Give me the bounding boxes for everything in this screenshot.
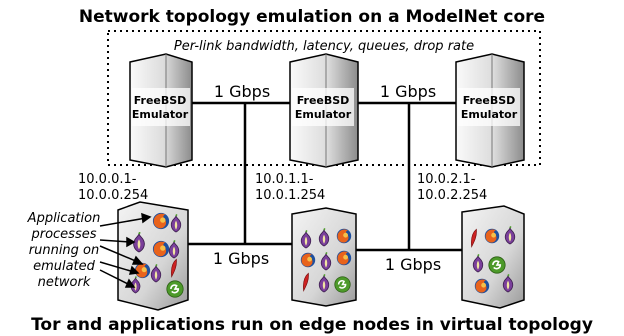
subnet-3-line1: 10.0.2.1- <box>417 172 476 187</box>
bittorrent-icon <box>166 280 184 298</box>
emulator-1-line2: Emulator <box>132 108 189 121</box>
subnet-1-line1: 10.0.0.1- <box>78 172 137 187</box>
subnet-2-line2: 10.0.1.254 <box>255 188 325 203</box>
edge-node-3 <box>461 205 525 309</box>
firefox-icon <box>134 262 151 279</box>
subnet-3-line2: 10.0.2.254 <box>417 188 487 203</box>
firefox-icon <box>152 240 170 258</box>
top-title: Network topology emulation on a ModelNet… <box>79 7 545 27</box>
bittorrent-icon <box>334 276 351 293</box>
firefox-icon <box>336 228 352 244</box>
edge-node-2 <box>291 207 357 307</box>
core-link-1-label: 1 Gbps <box>214 82 270 101</box>
emulator-server-3: FreeBSD Emulator <box>455 53 525 168</box>
caption-arrows <box>99 212 152 288</box>
firefox-icon <box>300 252 316 268</box>
firefox-icon <box>336 250 352 266</box>
edge-link-1-label: 1 Gbps <box>213 249 269 268</box>
app-caption: Application processes running on emulate… <box>27 211 101 290</box>
app-caption-line4: emulated <box>33 259 96 274</box>
app-caption-line1: Application <box>27 211 101 226</box>
core-link-2-label: 1 Gbps <box>380 82 436 101</box>
emulator-server-1: FreeBSD Emulator <box>129 53 193 168</box>
emulator-3-line2: Emulator <box>461 108 518 121</box>
firefox-icon <box>152 212 170 230</box>
subnet-2-line1: 10.0.1.1- <box>255 172 314 187</box>
subnet-1-line2: 10.0.0.254 <box>78 188 148 203</box>
bittorrent-icon <box>488 256 506 274</box>
emulator-2-line2: Emulator <box>295 108 352 121</box>
edge-node-1 <box>117 201 189 311</box>
app-caption-line5: network <box>38 275 91 290</box>
firefox-icon <box>474 278 490 294</box>
bottom-title: Tor and applications run on edge nodes i… <box>31 315 593 335</box>
app-caption-line3: running on <box>29 243 100 258</box>
emulator-2-line1: FreeBSD <box>297 94 350 107</box>
firefox-icon <box>484 228 500 244</box>
app-caption-line2: processes <box>30 227 96 242</box>
edge-link-2-label: 1 Gbps <box>385 255 441 274</box>
emulator-server-2: FreeBSD Emulator <box>289 53 359 168</box>
core-caption: Per-link bandwidth, latency, queues, dro… <box>174 39 474 54</box>
emulator-1-line1: FreeBSD <box>134 94 187 107</box>
emulator-3-line1: FreeBSD <box>463 94 516 107</box>
